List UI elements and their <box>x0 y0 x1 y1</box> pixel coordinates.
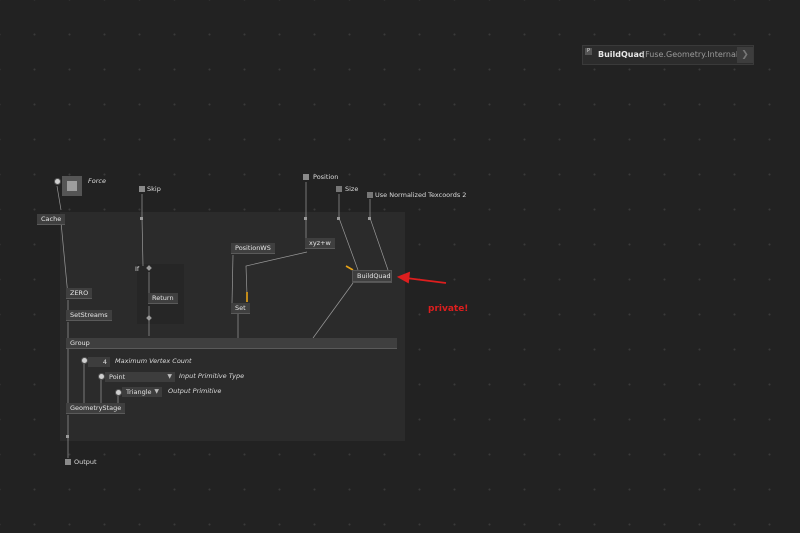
link-cache-down <box>60 221 69 297</box>
header-chevron-icon[interactable]: ❯ <box>737 47 753 63</box>
output-prim-value: Triangle <box>126 388 152 396</box>
xyzw-node[interactable]: xyz+w <box>305 238 335 249</box>
output-prim-select[interactable]: Triangle ▼ <box>122 387 162 397</box>
pin[interactable] <box>368 217 371 220</box>
input-prim-value: Point <box>109 373 126 381</box>
pin[interactable] <box>140 217 143 220</box>
return-node[interactable]: Return <box>148 293 178 304</box>
use-normalized-label: Use Normalized Texcoords 2 <box>375 191 467 199</box>
output-pin[interactable] <box>65 459 71 465</box>
size-label: Size <box>345 185 359 193</box>
force-toggle[interactable] <box>54 178 61 185</box>
link-xyzw-set <box>245 251 308 296</box>
link-size-buildquad <box>338 194 359 271</box>
position-input-pin[interactable] <box>303 174 309 180</box>
input-prim-toggle[interactable] <box>98 373 105 380</box>
max-vertex-toggle[interactable] <box>81 357 88 364</box>
setstreams-node[interactable]: SetStreams <box>66 310 112 321</box>
link-texcoords-buildquad <box>369 199 389 271</box>
annotation-arrow-head <box>396 271 411 284</box>
header-node-name: BuildQuad <box>598 50 645 59</box>
header-badge: P <box>585 48 592 55</box>
zero-node[interactable]: ZERO <box>66 288 93 299</box>
max-vertex-label: Maximum Vertex Count <box>115 357 192 365</box>
cache-node[interactable]: Cache <box>37 214 66 225</box>
input-prim-label: Input Primitive Type <box>179 372 245 380</box>
header-node-namespace: [Fuse.Geometry.Internal] <box>642 50 742 59</box>
skip-label: Skip <box>147 185 161 193</box>
skip-input-pin[interactable] <box>139 186 145 192</box>
annotation-arrow-line <box>405 277 447 284</box>
link-highlight-buildquad <box>345 265 354 271</box>
if-node-label[interactable]: If <box>135 265 140 273</box>
pin[interactable] <box>304 217 307 220</box>
input-prim-select[interactable]: Point ▼ <box>105 372 175 382</box>
link-positionws-set <box>231 254 234 304</box>
annotation-text: private! <box>428 304 469 314</box>
header-node[interactable]: P BuildQuad [Fuse.Geometry.Internal] ❯ <box>582 45 754 65</box>
output-label: Output <box>74 458 97 466</box>
dropdown-arrow-icon: ▼ <box>167 373 172 380</box>
group-node[interactable]: Group <box>66 338 397 349</box>
position-label: Position <box>313 173 339 181</box>
force-label: Force <box>88 177 106 185</box>
pin[interactable] <box>337 217 340 220</box>
link-buildquad-group <box>312 282 354 339</box>
dropdown-arrow-icon: ▼ <box>154 388 159 395</box>
link-force-cache <box>56 185 62 211</box>
link-params-geometrystage <box>83 364 119 403</box>
positionws-node[interactable]: PositionWS <box>231 243 275 254</box>
link-skip <box>141 194 144 267</box>
buildquad-node[interactable]: BuildQuad <box>352 270 392 283</box>
output-prim-toggle[interactable] <box>115 389 122 396</box>
force-color-swatch[interactable] <box>62 176 82 196</box>
max-vertex-field[interactable]: 4 <box>88 357 110 367</box>
output-prim-label: Output Primitive <box>168 387 222 395</box>
pin[interactable] <box>66 435 69 438</box>
geometrystage-node[interactable]: GeometryStage <box>66 403 126 414</box>
size-input-pin[interactable] <box>336 186 342 192</box>
use-normalized-pin[interactable] <box>367 192 373 198</box>
set-node[interactable]: Set <box>231 303 250 314</box>
